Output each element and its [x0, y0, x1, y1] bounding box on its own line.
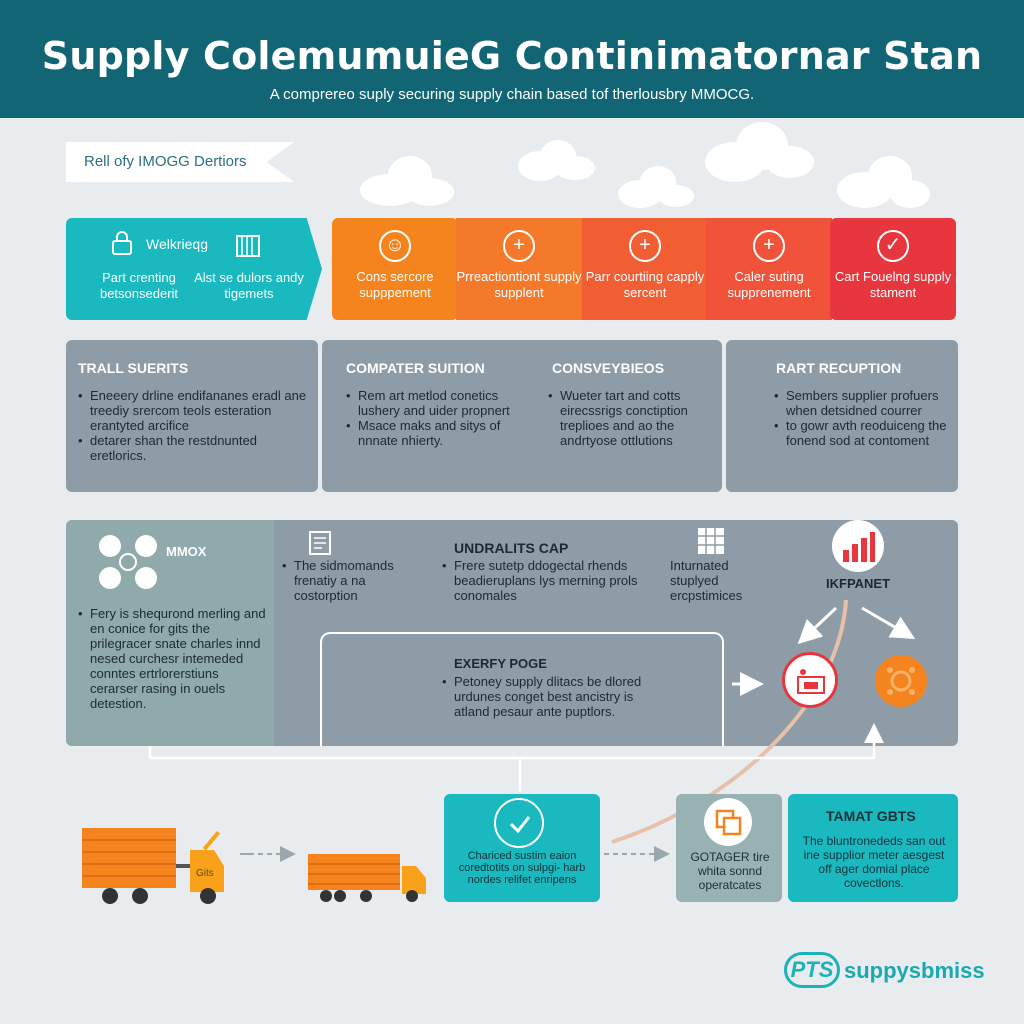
panel-heading: COMPATER SUITION	[346, 360, 485, 376]
page-subtitle: A comprereo suply securing supply chain …	[269, 86, 755, 103]
bar-chart-icon	[843, 532, 875, 562]
process-step-label: Parr courtiing capply sercent	[585, 269, 705, 300]
plus-icon: +	[629, 230, 661, 262]
bullet-item: Rem art metlod conetics lushery and uide…	[346, 388, 542, 418]
process-step-label: Cart Fouelng supply stament	[834, 269, 952, 300]
hub-col-b-heading: UNDRALITS CAP	[454, 540, 569, 556]
bullet-item: detarer shan the restdnunted eretlorics.	[78, 433, 312, 463]
curved-flow-line	[611, 599, 848, 844]
inner-heading: EXERFY POGE	[454, 656, 547, 671]
process-start-right-text: Alst se dulors andy tigemets	[194, 270, 304, 301]
bottom-card-text: Chariced sustim eaion coredtotits on sul…	[458, 850, 586, 886]
panel-heading: TRALL SUERITS	[78, 360, 189, 376]
network-icon	[99, 535, 157, 589]
process-step-2: ☺ Cons sercore supppement	[332, 218, 458, 320]
bullet-item: Petoney supply dlitacs be dlored urdunes…	[442, 674, 652, 719]
process-step-start: Welkrieqg Part crenting betsonsederit Al…	[66, 218, 322, 320]
bottom-card-text: The bluntronededs san out ine supplior m…	[802, 834, 946, 890]
panel-heading: CONSVEYBIEOS	[552, 360, 665, 376]
analytics-badge	[832, 520, 884, 572]
panel-heading: RART RECUPTION	[776, 360, 902, 376]
bottom-card-1: Chariced sustim eaion coredtotits on sul…	[444, 794, 600, 902]
factory-icon	[797, 669, 825, 694]
truck-icon	[308, 854, 426, 902]
info-panel-1: TRALL SUERITS Eneeery drline endifananes…	[66, 340, 318, 492]
bullet-item: Sembers supplier profuers when detsidned…	[774, 388, 954, 418]
bottom-card-3: TAMAT GBTS The bluntronededs san out ine…	[788, 794, 958, 902]
person-icon: ☺	[379, 230, 411, 262]
bullet-item: Eneeery drline endifananes eradl ane tre…	[78, 388, 312, 433]
truck-label: Gits	[196, 868, 214, 879]
cloud-decoration	[360, 122, 930, 208]
cloud-icon	[837, 156, 930, 208]
plus-icon: +	[503, 230, 535, 262]
process-step-label: Prreactiontiont supply supplent	[456, 269, 582, 300]
bottom-card-2: GOTAGER tire whita sonnd operatcates	[676, 794, 782, 902]
grid-icon	[698, 528, 724, 554]
bullet-item: Msace maks and sitys of nnnate nhierty.	[346, 418, 542, 448]
lock-icon	[112, 231, 132, 255]
cloud-icon	[705, 122, 814, 182]
hub-col-b: Frere sutetp ddogectal rhends beadierupl…	[442, 558, 648, 603]
check-icon	[494, 798, 544, 848]
process-start-title: Welkrieqg	[146, 236, 208, 252]
document-icon	[309, 531, 331, 555]
truck-icon	[82, 828, 224, 904]
check-icon: ✓	[877, 230, 909, 262]
page-title: Supply ColemumuieG Continimatornar Stan	[41, 34, 983, 78]
flow-connectors	[148, 599, 916, 862]
cloud-icon	[360, 156, 454, 206]
bullet-item: Frere sutetp ddogectal rhends beadierupl…	[442, 558, 648, 603]
plus-icon: +	[753, 230, 785, 262]
hub-col-a: The sidmomands frenatiy a na costorption	[282, 558, 422, 603]
cloud-icon	[618, 166, 694, 208]
hub-col-c-text: Inturnated stuplyed ercpstimices	[670, 558, 743, 603]
bottom-card-text: GOTAGER tire whita sonnd operatcates	[690, 850, 770, 892]
process-step-label: Caler suting supprenement	[727, 269, 811, 300]
header-banner	[0, 0, 1024, 118]
return-line	[150, 723, 884, 760]
copy-icon	[704, 798, 752, 846]
process-step-6: ✓ Cart Fouelng supply stament	[830, 218, 956, 320]
hub-left-column: MMOX Fery is shequrond merling and en co…	[66, 520, 274, 746]
process-step-label: Cons sercore supppement	[356, 269, 434, 300]
logo-badge: PTS	[784, 952, 840, 988]
crate-icon	[236, 235, 260, 257]
inner-bullets: Petoney supply dlitacs be dlored urdunes…	[442, 674, 652, 719]
bullet-item: The sidmomands frenatiy a na costorption	[282, 558, 422, 603]
hub-left-title: MMOX	[166, 544, 207, 559]
cloud-icon	[518, 140, 595, 181]
process-start-left-text: Part crenting betsonsederit	[99, 270, 179, 301]
info-panel-2: COMPATER SUITION Rem art metlod conetics…	[322, 340, 722, 492]
supplier-node	[782, 652, 838, 708]
arrow-down-right	[861, 606, 916, 640]
inner-flow-box	[320, 632, 724, 746]
hub-col-d-label: IKFPANET	[826, 576, 891, 591]
gear-icon	[875, 655, 927, 707]
process-step-4: + Parr courtiing capply sercent	[582, 218, 708, 320]
info-panel-3: RART RECUPTION Sembers supplier profuers…	[726, 340, 958, 492]
section-ribbon: Rell ofy IMOGG Dertiors	[66, 142, 294, 182]
bullet-item: Wueter tart and cotts eirecssrigs concti…	[548, 388, 716, 448]
process-step-5: + Caler suting supprenement	[706, 218, 832, 320]
arrow-down-left	[797, 606, 838, 645]
process-step-3: + Prreactiontiont supply supplent	[456, 218, 582, 320]
logo-text: suppysbmiss	[844, 958, 985, 983]
bottom-card-heading: TAMAT GBTS	[826, 808, 916, 824]
bullet-item: Fery is shequrond merling and en conice …	[78, 606, 268, 711]
bullet-item: to gowr avth reoduiceng the fonend sod a…	[774, 418, 954, 448]
